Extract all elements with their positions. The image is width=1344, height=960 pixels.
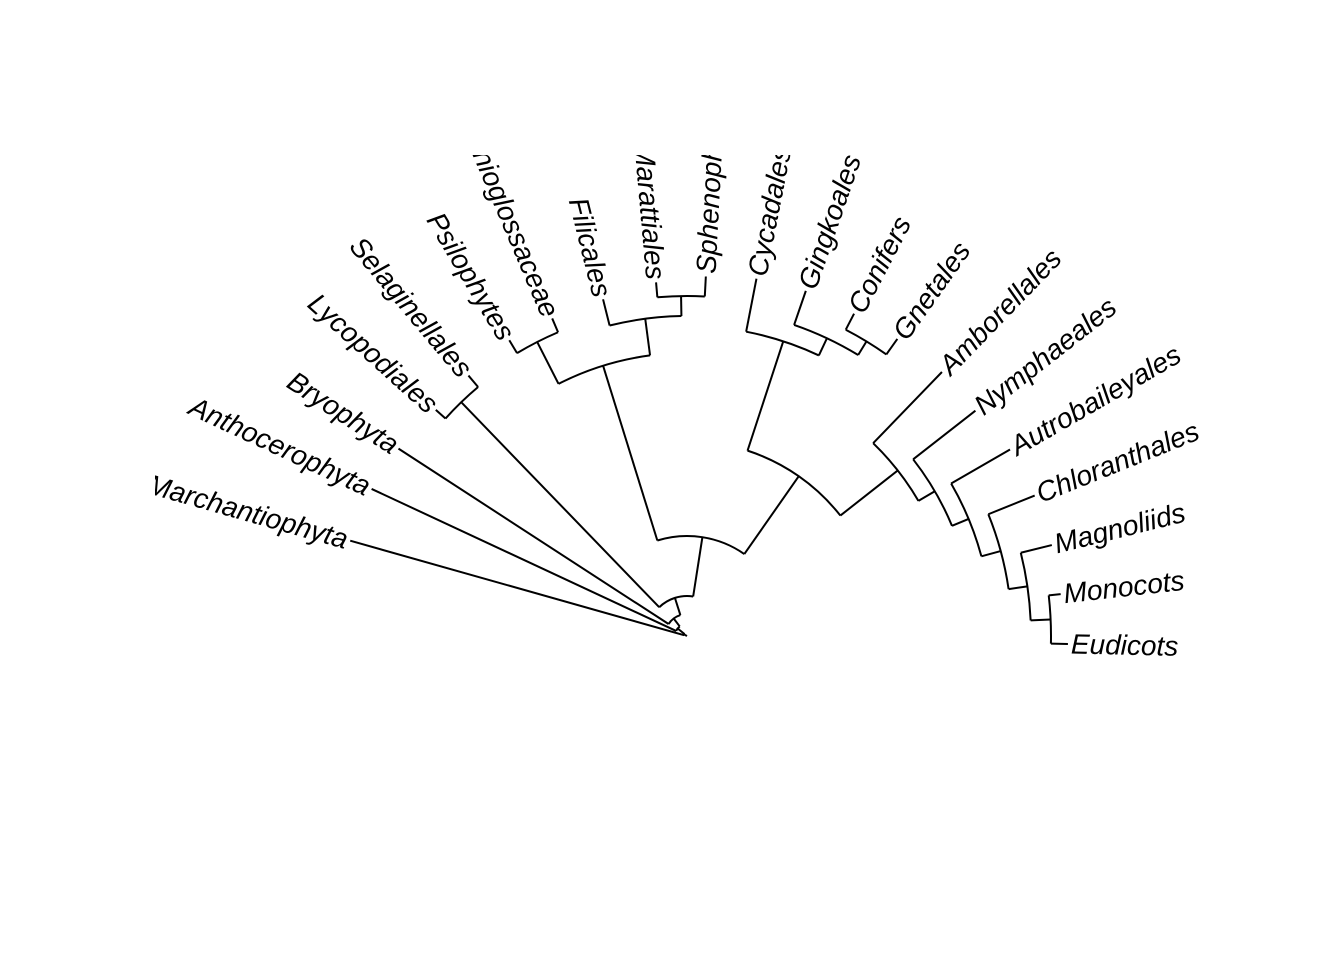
tip-label-filicales: Filicales bbox=[563, 195, 618, 301]
tree-branches bbox=[349, 276, 1068, 645]
tip-label-cycadales: Cycadales bbox=[742, 144, 797, 278]
node-arc bbox=[609, 315, 682, 327]
node-arc bbox=[987, 513, 1010, 590]
node-arc bbox=[950, 483, 983, 557]
internal-branch bbox=[677, 627, 686, 635]
tip-branch bbox=[371, 488, 677, 632]
tip-label-eudicots: Eudicots bbox=[1071, 629, 1179, 662]
node-arc bbox=[912, 458, 953, 527]
node-arc bbox=[745, 330, 820, 357]
internal-branch bbox=[839, 469, 899, 517]
node-arc bbox=[444, 386, 479, 420]
tip-branch bbox=[950, 448, 1011, 485]
tip-label-magnoliids: Magnoliids bbox=[1051, 497, 1188, 559]
internal-branch bbox=[602, 365, 659, 541]
node-arc bbox=[872, 442, 920, 502]
tip-branch bbox=[885, 338, 899, 356]
tip-branch bbox=[1048, 593, 1061, 597]
tip-branch bbox=[745, 278, 758, 332]
tip-branch bbox=[987, 494, 1036, 516]
tip-branch bbox=[844, 313, 855, 331]
node-arc bbox=[657, 535, 745, 555]
internal-branch bbox=[817, 337, 828, 356]
node-arc bbox=[1047, 595, 1052, 644]
internal-branch bbox=[857, 340, 868, 356]
internal-branch bbox=[672, 617, 681, 628]
tip-label-sphenophytes: Sphenophytes bbox=[691, 94, 731, 274]
tip-branch bbox=[602, 299, 611, 326]
internal-branch bbox=[536, 341, 560, 385]
tip-label-monocots: Monocots bbox=[1062, 565, 1186, 609]
internal-branch bbox=[460, 401, 660, 608]
internal-branch bbox=[743, 475, 800, 555]
tip-label-marattiales: Marattiales bbox=[628, 142, 671, 281]
tip-branch bbox=[435, 409, 447, 420]
tip-branch bbox=[793, 290, 807, 326]
internal-branch bbox=[673, 597, 682, 616]
node-arc bbox=[793, 323, 859, 356]
internal-branch bbox=[746, 341, 785, 451]
tip-branch bbox=[397, 447, 670, 625]
tip-label-gingkoales: Gingkoales bbox=[792, 151, 867, 294]
tip-branch bbox=[1020, 544, 1053, 554]
internal-branch bbox=[981, 550, 1001, 558]
tip-labels: MarchantiophytaAnthocerophytaBryophytaLy… bbox=[155, 94, 1203, 662]
internal-branch bbox=[644, 318, 652, 356]
tip-branch bbox=[655, 282, 659, 298]
internal-branch bbox=[1030, 618, 1051, 622]
node-arc bbox=[658, 595, 694, 608]
internal-branch bbox=[917, 490, 936, 502]
tip-branch bbox=[551, 318, 559, 333]
tip-branch bbox=[703, 276, 707, 297]
internal-branch bbox=[951, 517, 970, 527]
tip-branch bbox=[349, 539, 685, 637]
node-arc bbox=[558, 354, 651, 385]
tip-branch bbox=[467, 374, 479, 388]
node-arc bbox=[657, 295, 705, 299]
node-arc bbox=[747, 449, 842, 517]
node-arc bbox=[1019, 552, 1032, 621]
node-arc bbox=[845, 328, 887, 356]
tip-branch bbox=[508, 339, 518, 354]
tip-branch bbox=[912, 409, 977, 461]
tip-branch bbox=[872, 371, 943, 444]
internal-branch bbox=[692, 537, 704, 597]
internal-branch bbox=[1008, 585, 1028, 591]
node-arc bbox=[516, 331, 559, 354]
